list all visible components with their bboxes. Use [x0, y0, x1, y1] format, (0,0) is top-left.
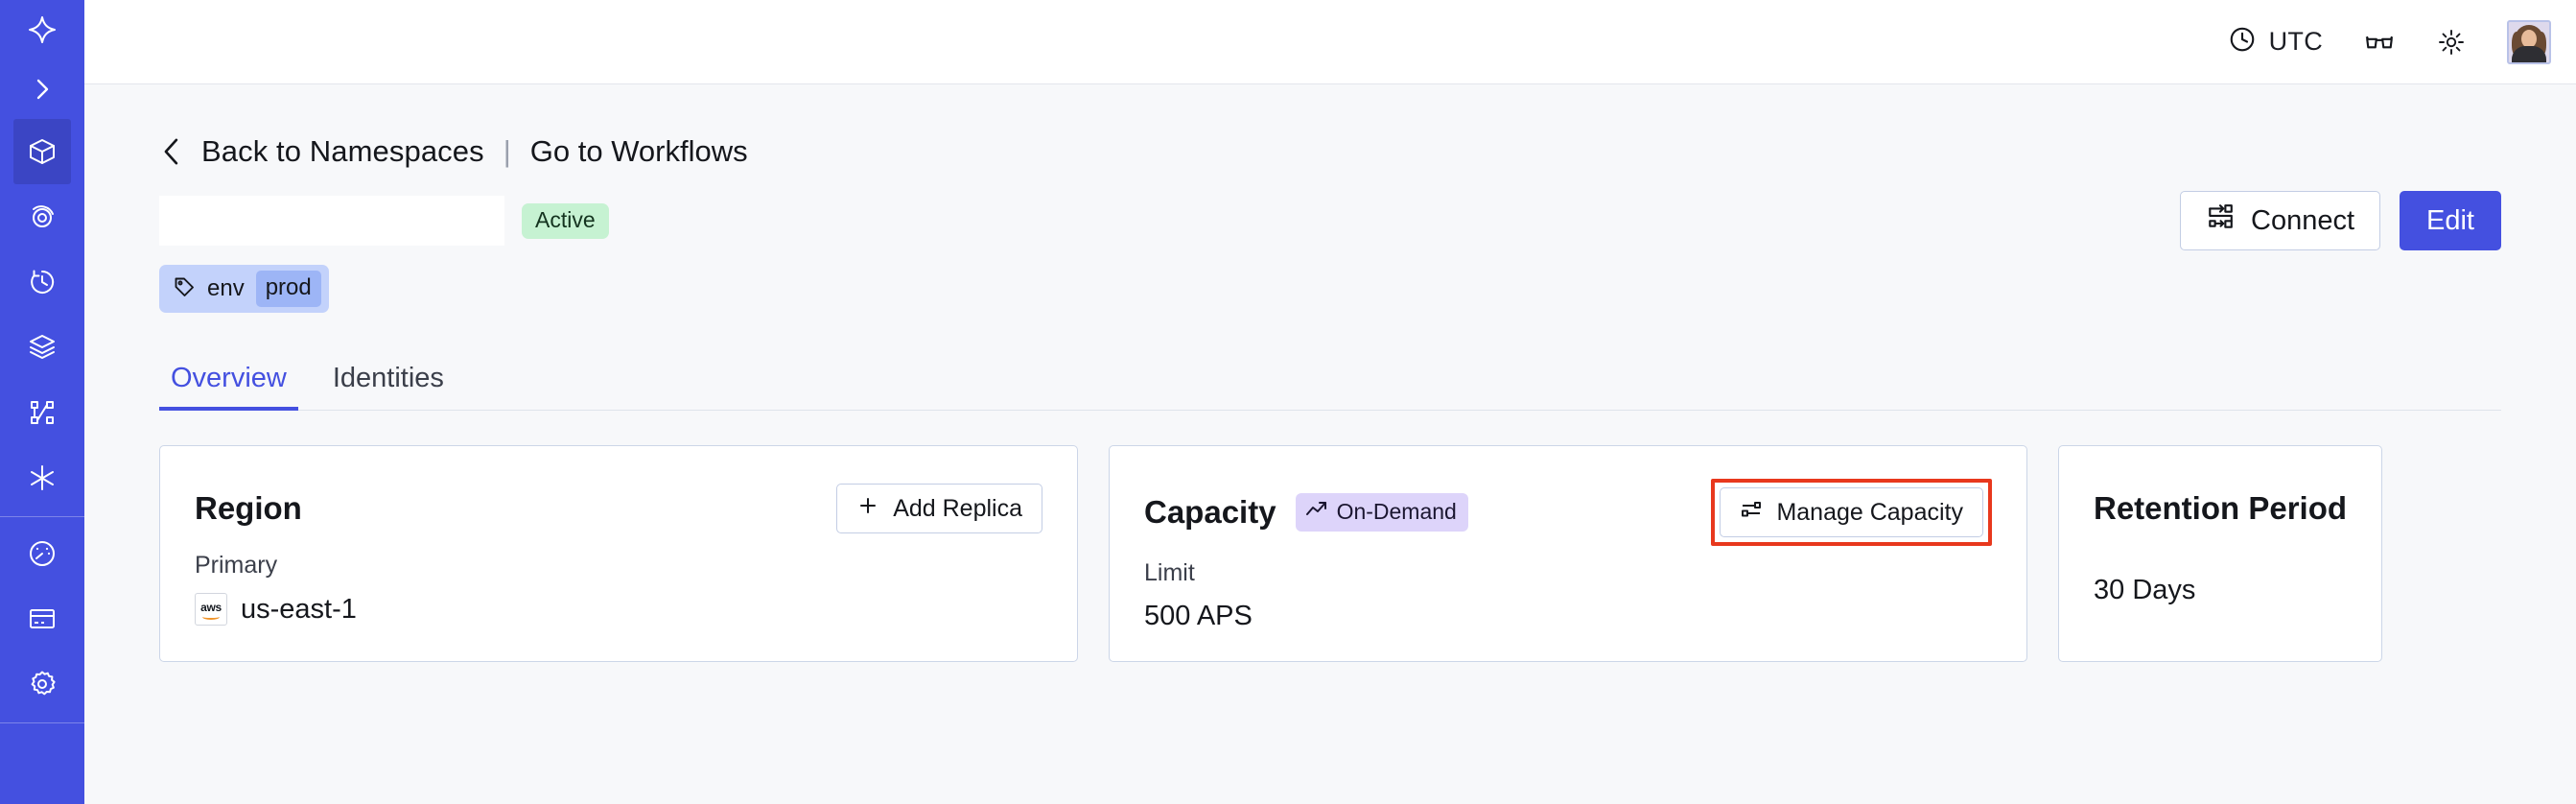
avatar[interactable]: [2507, 19, 2551, 64]
capacity-card-action: Manage Capacity: [1711, 479, 1992, 546]
capacity-mode-label: On-Demand: [1336, 498, 1457, 524]
breadcrumb-workflows-link[interactable]: Go to Workflows: [529, 134, 748, 168]
avatar-body: [2512, 45, 2546, 62]
aws-logo: aws: [195, 593, 227, 626]
connect-button-label: Connect: [2251, 204, 2355, 236]
capacity-card-title: Capacity: [1144, 494, 1276, 530]
manage-capacity-label: Manage Capacity: [1776, 498, 1963, 526]
asterisk-icon: [26, 461, 59, 494]
eye-target-icon: [26, 201, 59, 233]
sidebar-item-nexus[interactable]: [13, 445, 71, 510]
temporal-logo-icon: [26, 13, 59, 46]
capacity-limit-label: Limit: [1144, 559, 1195, 586]
sidebar-nav: [0, 119, 84, 510]
breadcrumb-back-link[interactable]: Back to Namespaces: [201, 134, 484, 168]
aws-logo-swoosh: [202, 614, 220, 620]
sidebar-expand-button[interactable]: [0, 59, 84, 119]
sidebar-item-usage[interactable]: [13, 521, 71, 586]
breadcrumb: Back to Namespaces | Go to Workflows: [159, 134, 748, 169]
sidebar-item-billing[interactable]: [13, 586, 71, 651]
capacity-limit-value: 500 APS: [1144, 601, 1253, 631]
trending-up-icon: [1305, 499, 1328, 524]
region-primary-value: us-east-1: [241, 593, 357, 625]
retention-value: 30 Days: [2094, 575, 2196, 605]
gauge-icon: [26, 537, 59, 570]
chevron-right-icon: [26, 73, 59, 106]
manage-capacity-button[interactable]: Manage Capacity: [1720, 487, 1983, 537]
avatar-hair-right: [2536, 31, 2546, 57]
sidebar-item-workflows[interactable]: [13, 380, 71, 445]
breadcrumb-separator: |: [503, 134, 511, 168]
sidebar-item-namespaces[interactable]: [13, 119, 71, 184]
status-badge: Active: [522, 202, 609, 239]
tab-overview[interactable]: Overview: [159, 363, 298, 411]
top-bar-actions: UTC: [2228, 19, 2551, 64]
page-content: Back to Namespaces | Go to Workflows Act…: [84, 84, 2576, 804]
overview-cards: Region Add Replica: [159, 445, 2501, 662]
add-replica-button[interactable]: Add Replica: [836, 484, 1042, 533]
sidebar-divider-bottom: [0, 722, 84, 723]
glasses-icon[interactable]: [2363, 26, 2396, 59]
add-replica-label: Add Replica: [893, 494, 1022, 522]
tab-identities[interactable]: Identities: [332, 363, 444, 393]
timezone-selector[interactable]: UTC: [2228, 25, 2323, 59]
app-logo[interactable]: [0, 0, 84, 59]
region-primary-label: Primary: [195, 552, 278, 579]
manage-capacity-highlight: Manage Capacity: [1711, 479, 1992, 546]
edit-button[interactable]: Edit: [2400, 191, 2501, 250]
clock-icon: [2228, 25, 2257, 59]
sidebar-footer-nav: [0, 521, 84, 717]
tag-icon: [173, 275, 196, 303]
tag-list: env prod: [159, 265, 2501, 313]
region-card: Region Add Replica: [159, 445, 1078, 662]
namespace-tag[interactable]: env prod: [159, 265, 329, 313]
sidebar-item-observability[interactable]: [13, 184, 71, 249]
cube-icon: [26, 135, 59, 168]
capacity-card: Capacity On-Demand: [1109, 445, 2027, 662]
sidebar-item-settings[interactable]: [13, 651, 71, 717]
region-primary-value-row: aws us-east-1: [195, 593, 1042, 626]
avatar-face: [2521, 29, 2537, 48]
region-card-title: Region: [195, 490, 302, 526]
retention-card-header: Retention Period: [2094, 479, 2347, 538]
main-area: UTC: [84, 0, 2576, 804]
connect-nodes-icon: [2206, 202, 2235, 239]
capacity-card-header: Capacity On-Demand: [1144, 479, 1992, 546]
aws-logo-text: aws: [200, 600, 222, 614]
region-card-header: Region Add Replica: [195, 479, 1042, 538]
timezone-label: UTC: [2268, 27, 2323, 56]
tab-bar: Overview Identities: [159, 351, 2501, 411]
layers-icon: [26, 331, 59, 364]
region-card-action: Add Replica: [836, 484, 1042, 533]
sun-icon[interactable]: [2436, 27, 2467, 58]
capacity-mode-badge: On-Demand: [1295, 493, 1468, 532]
tag-key: env: [207, 275, 245, 301]
plus-icon: [856, 494, 879, 524]
connect-button[interactable]: Connect: [2180, 191, 2381, 250]
page-title: [159, 196, 504, 246]
sidebar-item-schedules[interactable]: [13, 249, 71, 315]
namespace-actions: Connect Edit: [2180, 191, 2501, 250]
retention-card: Retention Period 30 Days: [2058, 445, 2383, 662]
git-branch-icon: [26, 396, 59, 429]
gear-icon: [26, 668, 59, 700]
sliders-icon: [1740, 498, 1763, 528]
avatar-hair-left: [2512, 31, 2522, 57]
sidebar: [0, 0, 84, 804]
top-bar: UTC: [84, 0, 2576, 84]
retention-card-title: Retention Period: [2094, 490, 2348, 526]
sidebar-divider-top: [0, 516, 84, 517]
tag-value: prod: [255, 271, 321, 307]
namespace-header: Active: [159, 191, 2501, 250]
clock-arrow-icon: [26, 266, 59, 298]
sidebar-item-batch-operations[interactable]: [13, 315, 71, 380]
chevron-left-icon[interactable]: [159, 135, 184, 168]
credit-card-icon: [26, 603, 59, 635]
